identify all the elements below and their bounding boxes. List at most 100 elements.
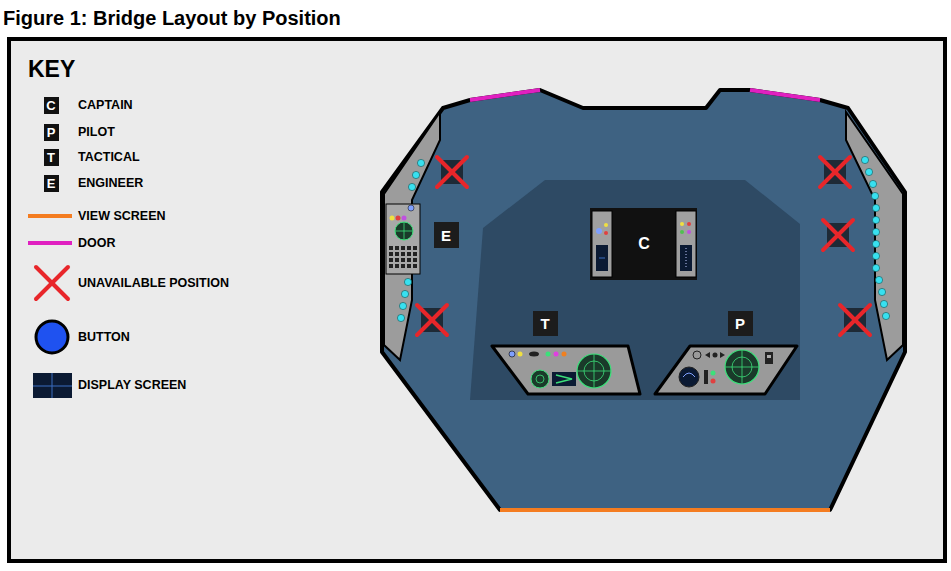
unavailable-mark bbox=[437, 157, 467, 187]
panel-light bbox=[872, 252, 879, 259]
unavailable-sample-detail bbox=[36, 267, 68, 299]
panel-light bbox=[408, 183, 415, 190]
captain-armrest-detail bbox=[680, 222, 684, 226]
side-console-detail bbox=[404, 222, 405, 240]
panel-light bbox=[869, 180, 876, 187]
position-letter: C bbox=[638, 236, 650, 252]
keypad-key bbox=[407, 258, 411, 262]
tactical-console-detail bbox=[536, 375, 544, 383]
command-deck bbox=[470, 180, 800, 400]
panel-light bbox=[872, 240, 879, 247]
captain-armrest-detail bbox=[592, 211, 612, 277]
captain-armrest-detail bbox=[596, 228, 602, 234]
position-letter: P bbox=[735, 316, 745, 331]
panel-light bbox=[861, 156, 868, 163]
keypad-key bbox=[413, 246, 417, 250]
keypad-key bbox=[389, 258, 393, 262]
captain-armrest-detail bbox=[596, 245, 608, 271]
tactical-console-detail bbox=[577, 354, 611, 388]
tactical-console-detail bbox=[546, 352, 551, 357]
panel-light bbox=[417, 159, 424, 166]
pilot-console-detail bbox=[683, 373, 695, 377]
keypad-key bbox=[395, 252, 399, 256]
pilot-console-detail bbox=[711, 379, 716, 384]
pilot-console-detail bbox=[711, 371, 716, 376]
tactical-position: T bbox=[533, 311, 558, 336]
side-console-detail bbox=[395, 222, 413, 240]
pilot-console-detail bbox=[742, 350, 743, 384]
key-letter-badge: P bbox=[44, 124, 59, 141]
keypad-key bbox=[401, 258, 405, 262]
keypad-key bbox=[395, 264, 399, 268]
side-console-detail bbox=[402, 216, 407, 221]
position-letter: T bbox=[540, 316, 549, 331]
unavailable-mark bbox=[820, 157, 850, 187]
panel-light bbox=[875, 276, 882, 283]
key-letter-badge: C bbox=[44, 97, 59, 114]
unavailable-mark bbox=[840, 305, 870, 335]
unavailable-mark bbox=[840, 305, 870, 335]
keypad-key bbox=[401, 246, 405, 250]
panel-light bbox=[872, 216, 879, 223]
keypad bbox=[389, 246, 417, 268]
unavailable-mark bbox=[820, 157, 850, 187]
captain-armrest-detail bbox=[687, 222, 691, 226]
key-letter-badge: E bbox=[44, 175, 59, 192]
panel-light bbox=[865, 168, 872, 175]
legend-text: BUTTON bbox=[78, 331, 130, 344]
panel-light bbox=[404, 278, 411, 285]
legend-text: PILOT bbox=[78, 126, 115, 139]
captain-chair: C bbox=[614, 211, 675, 278]
keypad-key bbox=[401, 264, 405, 268]
legend-text: CAPTAIN bbox=[78, 99, 133, 112]
legend-text: VIEW SCREEN bbox=[78, 210, 166, 223]
view-screen bbox=[500, 508, 830, 512]
tactical-console-detail bbox=[594, 354, 595, 388]
display-screen-sample-detail bbox=[52, 373, 53, 398]
keypad-key bbox=[389, 246, 393, 250]
pilot-console-detail bbox=[693, 351, 701, 359]
pilot-console-detail bbox=[765, 352, 773, 364]
panel-light bbox=[872, 204, 879, 211]
unavailable-mark bbox=[417, 305, 447, 335]
door bbox=[470, 90, 540, 100]
pilot-console-detail bbox=[713, 353, 718, 358]
figure-frame bbox=[9, 39, 945, 561]
pilot-console-detail bbox=[704, 370, 708, 384]
pilot-console-detail bbox=[725, 350, 759, 384]
captain-armrest-detail bbox=[604, 231, 608, 235]
captain-armrest-detail bbox=[680, 245, 692, 271]
unavailable-positions bbox=[417, 157, 870, 335]
panel-light bbox=[399, 302, 406, 309]
keypad-key bbox=[389, 264, 393, 268]
pilot-console bbox=[655, 346, 797, 394]
keypad-key bbox=[407, 252, 411, 256]
pilot-console-detail bbox=[767, 355, 771, 358]
panel-lights bbox=[397, 156, 889, 321]
captain-armrest-detail bbox=[604, 223, 608, 227]
unavailable-mark bbox=[417, 305, 447, 335]
panel-light bbox=[882, 312, 889, 319]
panel-light bbox=[878, 288, 885, 295]
panel-light bbox=[872, 264, 879, 271]
captain-armrest-detail bbox=[687, 230, 691, 234]
legend-text: UNAVAILABLE POSITION bbox=[78, 277, 229, 290]
captain-armrest bbox=[676, 211, 696, 277]
unavailable-mark bbox=[823, 220, 853, 250]
button-sample bbox=[36, 321, 68, 353]
tactical-console-detail bbox=[492, 346, 640, 394]
keypad-key bbox=[413, 252, 417, 256]
panel-light bbox=[871, 192, 878, 199]
side-console-detail bbox=[386, 204, 420, 274]
keypad-key bbox=[395, 258, 399, 262]
tactical-console-detail bbox=[529, 352, 539, 357]
legend-text: DISPLAY SCREEN bbox=[78, 379, 186, 392]
panel-light bbox=[401, 290, 408, 297]
pilot-console-detail bbox=[705, 352, 710, 358]
pilot-console-detail bbox=[655, 346, 797, 394]
keypad-key bbox=[407, 264, 411, 268]
figure-title: Figure 1: Bridge Layout by Position bbox=[3, 8, 341, 28]
panel-light bbox=[397, 314, 404, 321]
keypad-key bbox=[395, 246, 399, 250]
